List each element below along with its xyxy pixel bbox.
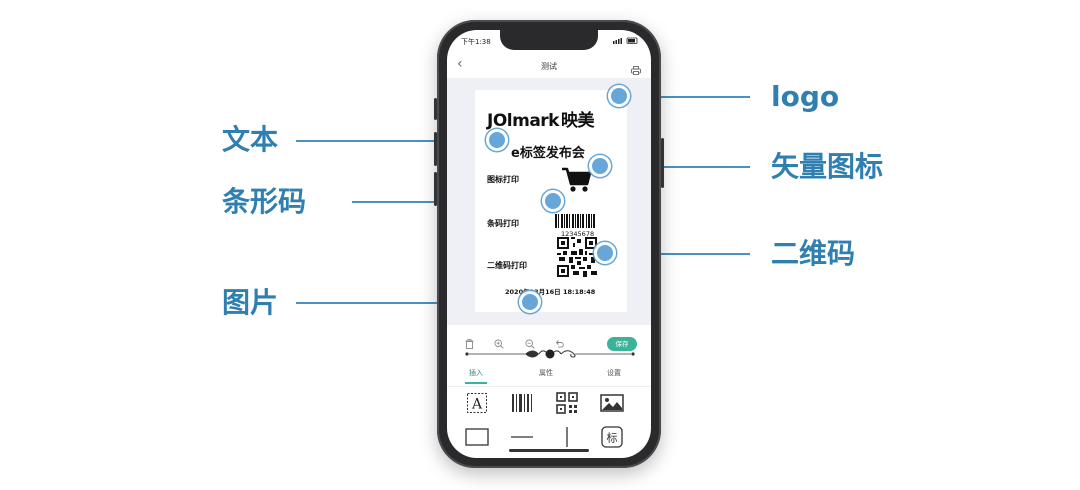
signal-battery-icon — [613, 37, 638, 44]
edit-toolbar: 保存 — [447, 335, 651, 357]
insert-tool-row-2: 标 — [447, 424, 651, 454]
callout-dot-barcode — [542, 190, 564, 212]
insert-tool-row-1: A — [447, 390, 651, 420]
page-title: 测试 — [541, 62, 557, 71]
phone-side-button — [434, 132, 437, 166]
callout-line-logo — [620, 96, 750, 98]
vertical-line-icon[interactable] — [554, 424, 580, 450]
app-bar: ‹ 测试 — [447, 56, 651, 78]
image-icon[interactable] — [599, 390, 625, 416]
rectangle-icon[interactable] — [464, 424, 490, 450]
ornament-image[interactable] — [465, 346, 635, 365]
save-button[interactable]: 保存 — [607, 337, 637, 351]
home-indicator — [509, 449, 589, 452]
phone-notch — [500, 30, 598, 50]
qrcode-icon[interactable] — [554, 390, 580, 416]
label-barcode-print-text[interactable]: 条码打印 — [487, 219, 519, 228]
label-qrcode[interactable] — [557, 237, 597, 281]
callout-line-vector-icon — [600, 166, 750, 168]
callout-label-qrcode: 二维码 — [771, 237, 856, 270]
barcode-icon[interactable] — [509, 390, 535, 416]
svg-text:A: A — [471, 397, 483, 413]
tab-bar: 插入 属性 设置 — [447, 362, 651, 387]
active-tab-indicator — [465, 382, 487, 384]
tab-insert[interactable]: 插入 — [469, 369, 483, 377]
label-icon-print-text[interactable]: 图标打印 — [487, 175, 519, 184]
printer-icon[interactable] — [631, 60, 641, 79]
tab-settings[interactable]: 设置 — [607, 369, 621, 377]
callout-dot-image — [519, 291, 541, 313]
tab-properties[interactable]: 属性 — [539, 369, 553, 377]
callout-label-logo: logo — [771, 80, 840, 113]
callout-dot-text — [486, 129, 508, 151]
undo-icon[interactable] — [555, 339, 564, 351]
label-template-icon[interactable]: 标 — [599, 424, 625, 450]
callout-line-qrcode — [605, 253, 750, 255]
callout-label-image: 图片 — [222, 286, 279, 319]
trash-icon[interactable] — [465, 339, 474, 352]
callout-dot-qrcode — [594, 242, 616, 264]
label-qrcode-print-text[interactable]: 二维码打印 — [487, 261, 527, 270]
callout-dot-logo — [608, 85, 630, 107]
callout-label-text: 文本 — [222, 123, 279, 156]
phone-side-button — [434, 172, 437, 206]
callout-label-vector-icon: 矢量图标 — [771, 150, 884, 183]
callout-dot-vector-icon — [589, 155, 611, 177]
status-icons — [613, 37, 639, 46]
status-time: 下午1:38 — [461, 38, 491, 46]
callout-line-text — [296, 140, 496, 142]
shopping-cart-icon[interactable] — [561, 166, 593, 198]
label-barcode[interactable] — [555, 214, 595, 228]
callout-label-barcode: 条形码 — [222, 185, 307, 218]
phone-side-button — [434, 98, 437, 120]
back-button[interactable]: ‹ — [457, 56, 463, 72]
zoom-out-icon[interactable] — [525, 339, 535, 352]
svg-text:标: 标 — [607, 431, 618, 445]
label-title-text[interactable]: e标签发布会 — [511, 146, 585, 161]
text-icon[interactable]: A — [464, 390, 490, 416]
label-barcode-number: 12345678 — [561, 230, 595, 238]
callout-line-image — [296, 302, 530, 304]
label-date-text[interactable]: 2020年03月16日 18:18:48 — [505, 288, 596, 296]
horizontal-line-icon[interactable] — [509, 424, 535, 450]
phone-power-button — [661, 138, 664, 188]
zoom-in-icon[interactable] — [494, 339, 504, 352]
